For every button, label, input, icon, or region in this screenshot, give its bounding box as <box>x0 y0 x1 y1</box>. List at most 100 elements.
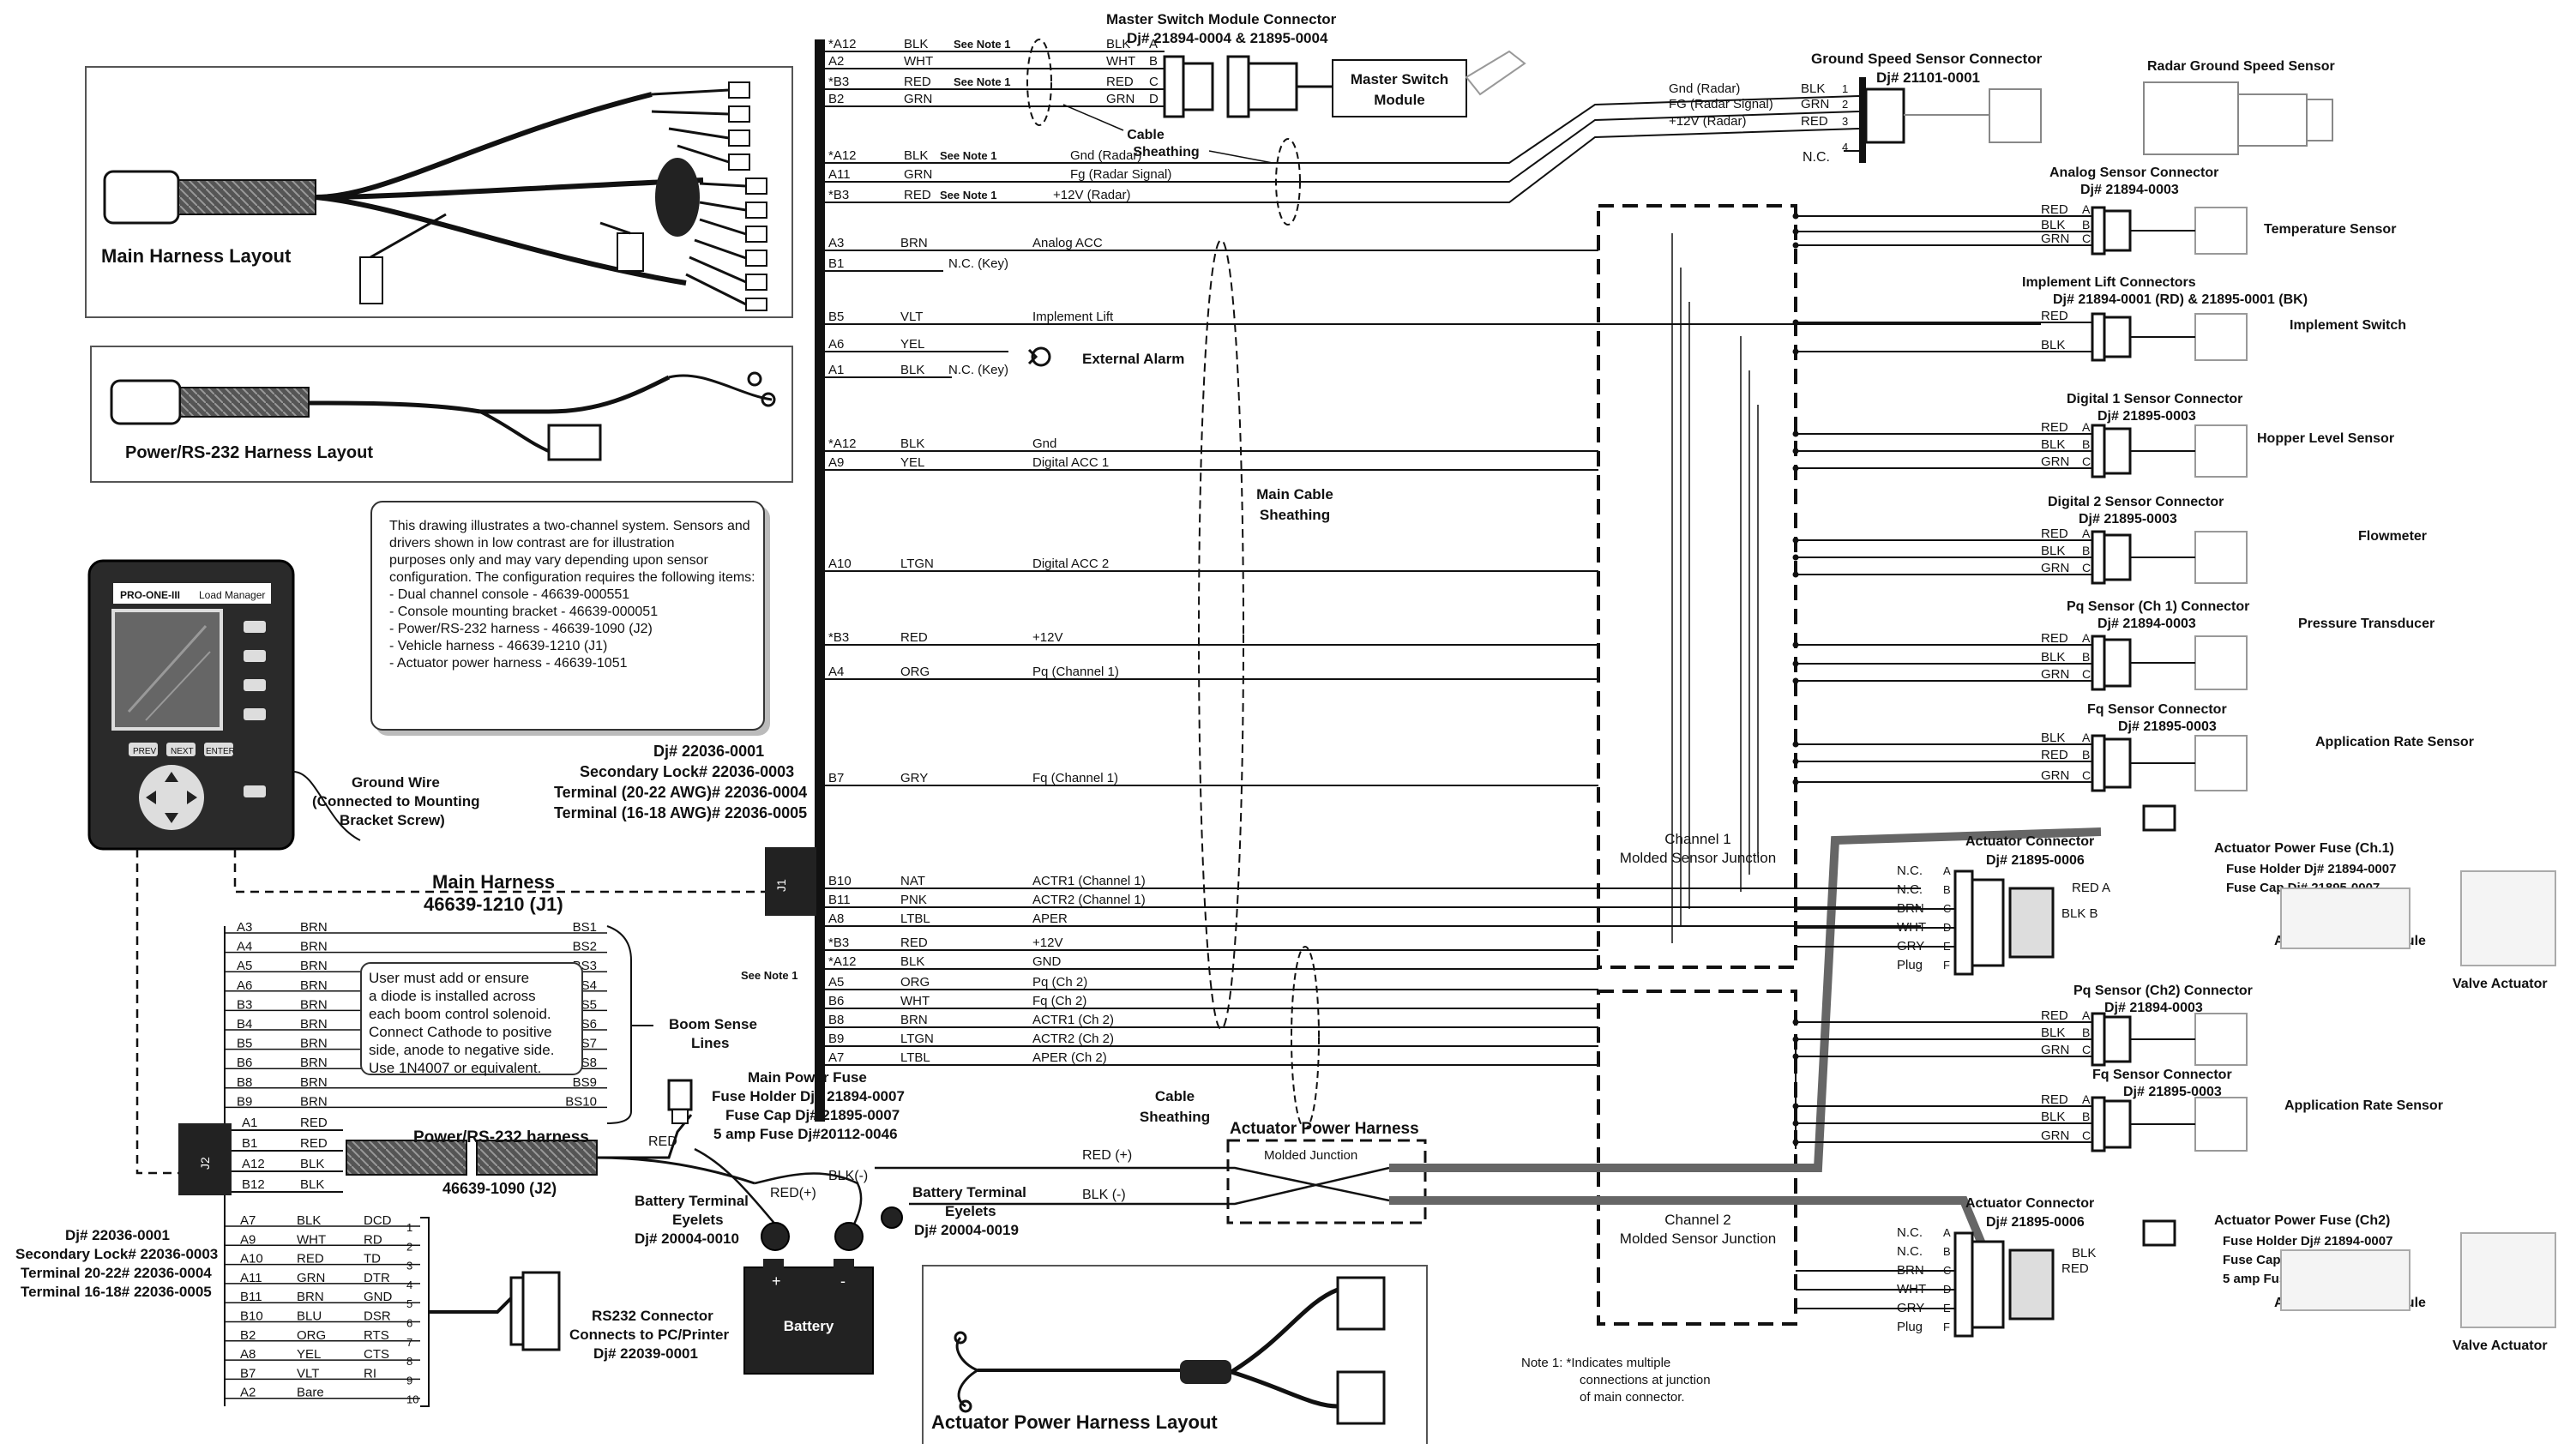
sensor-device <box>2194 1013 2248 1066</box>
main-fuse-4: 5 amp Fuse Dj#20112-0046 <box>713 1126 898 1142</box>
pin-letter: A <box>2082 1008 2091 1022</box>
pin-label: B10 <box>828 874 852 888</box>
connector-shell <box>2091 1096 2106 1152</box>
wire-color-label: VLT <box>900 310 923 324</box>
fuse-holder <box>2142 1219 2176 1247</box>
wire-color-label: YEL <box>900 455 924 470</box>
splice-dot <box>1792 465 1799 472</box>
wire-color-label: GRY <box>900 771 928 785</box>
sensor-device <box>2194 313 2248 361</box>
ground-speed-part: Dj# 21101-0001 <box>1876 69 1980 86</box>
ch1-junction-label-1: Channel 1 <box>1664 831 1731 847</box>
pin-label: B7 <box>240 1366 256 1381</box>
actuator-power-layout-title: Actuator Power Harness Layout <box>931 1411 1218 1433</box>
footnote-2: connections at junction <box>1580 1373 1711 1387</box>
pin-letter: B <box>2082 1110 2090 1123</box>
sensor-connector-part: Dj# 21894-0003 <box>2098 617 2196 631</box>
main-fuse-1: Main Power Fuse <box>748 1069 867 1086</box>
enter-button[interactable] <box>204 743 233 756</box>
svg-text:(Connected to Mounting: (Connected to Mounting <box>312 793 479 809</box>
sensor-device <box>2194 635 2248 690</box>
pin-letter: F <box>1943 959 1950 972</box>
pin-label: B9 <box>237 1094 252 1109</box>
wire-color-label: BRN <box>300 978 328 993</box>
next-button[interactable] <box>166 743 196 756</box>
wire-color-label: GRN <box>904 167 932 182</box>
sensor-device <box>2194 735 2248 791</box>
wire-color-label: RED <box>2041 309 2068 323</box>
pin-label: *A12 <box>828 37 857 51</box>
actuator-connector-shell <box>1953 869 1974 976</box>
wire-color-label: BRN <box>300 959 328 973</box>
eyelet-icon <box>761 1222 790 1251</box>
rs232-connector-2: Connects to PC/Printer <box>569 1327 729 1343</box>
pin-label: B10 <box>240 1309 263 1324</box>
actuator-pin-label: Plug <box>1897 1320 1923 1334</box>
sensor-connector-part: Dj# 21894-0001 (RD) & 21895-0001 (BK) <box>2053 292 2308 307</box>
prev-button[interactable] <box>129 743 158 756</box>
pin-letter: B <box>2082 650 2090 664</box>
wire-color-label: BLK <box>2041 731 2065 745</box>
wire-color-label: BLK <box>297 1213 321 1228</box>
pin-number: 1 <box>406 1221 412 1234</box>
pin-number: 4 <box>406 1279 412 1291</box>
connector-shell <box>2091 424 2106 478</box>
wire-color-label: RED <box>1106 75 1134 89</box>
external-alarm: External Alarm <box>1027 346 1184 367</box>
ground-speed-wire <box>1423 111 1860 183</box>
wire-color-label: GRN <box>1106 92 1135 106</box>
sensor-device-label: Flowmeter <box>2358 529 2427 544</box>
actuator-connector-title: Actuator Connector <box>1965 834 2094 849</box>
wire-color-label: NAT <box>900 874 925 888</box>
valve-label: Valve Actuator <box>2453 1339 2548 1353</box>
pin-letter: D <box>1149 92 1159 106</box>
connector-body <box>2103 533 2132 581</box>
wire-color-label: WHT <box>900 994 930 1008</box>
pin-number: 5 <box>406 1297 412 1310</box>
wire-color-label: BRN <box>300 1017 328 1032</box>
signal-label: ACTR1 (Channel 1) <box>1032 874 1146 888</box>
wire-color-label: RED <box>900 630 928 645</box>
sensor-connector-part: Dj# 21894-0003 <box>2104 1001 2203 1015</box>
signal-label: FG (Radar Signal) <box>1669 97 1773 111</box>
sensor-device-label: Application Rate Sensor <box>2315 735 2474 749</box>
pin-letter: C <box>2082 232 2091 245</box>
pin-label: A9 <box>240 1232 256 1247</box>
note-line: drivers shown in low contrast are for il… <box>389 536 675 551</box>
sensor-device-label: Hopper Level Sensor <box>2257 431 2394 446</box>
pin-label: B2 <box>828 92 844 106</box>
wire-color-label: BRN <box>297 1290 324 1304</box>
ground-speed-section: Ground Speed Sensor Connector Dj# 21101-… <box>1275 51 2335 226</box>
rs232-connector-3: Dj# 22039-0001 <box>593 1345 698 1362</box>
see-note-label: See Note 1 <box>954 38 1010 51</box>
master-switch-module-1: Master Switch <box>1351 71 1448 87</box>
sensor-device-label: Pressure Transducer <box>2298 617 2435 631</box>
wire-color-label: BLK <box>900 363 924 377</box>
main-fuse-3: Fuse Cap Dj# 21895-0007 <box>725 1107 900 1123</box>
signal-label: DSR <box>364 1309 391 1324</box>
pin-letter: A <box>1943 1226 1951 1239</box>
diode-note-line: Connect Cathode to positive <box>369 1024 552 1040</box>
splice-dot <box>1792 242 1799 249</box>
sensor-device-label: Implement Switch <box>2290 318 2406 333</box>
direction-pad[interactable] <box>139 765 204 830</box>
connector-body <box>2103 1099 2132 1149</box>
fuse-title: Actuator Power Fuse (Ch.1) <box>2214 841 2394 856</box>
console-brand: PRO-ONE-III <box>120 589 180 601</box>
actuator-connector-body <box>1971 1240 2005 1329</box>
signal-label: CTS <box>364 1347 389 1362</box>
wire-color-label: LTBL <box>900 1050 930 1065</box>
fuse-title: Actuator Power Fuse (Ch2) <box>2214 1213 2390 1228</box>
j2-info-4: Terminal 16-18# 22036-0005 <box>21 1284 212 1300</box>
splice-dot <box>1792 448 1799 454</box>
diode-note-line: User must add or ensure <box>369 970 530 986</box>
actuator-connector-shell <box>1953 1231 1974 1338</box>
actuator-connector-part: Dj# 21895-0006 <box>1986 853 2085 868</box>
actuator-driver-module <box>2280 887 2410 949</box>
ground-speed-nc: N.C. <box>1803 150 1830 165</box>
pin-label: A6 <box>237 978 252 993</box>
footnote-1: Note 1: *Indicates multiple <box>1521 1356 1670 1370</box>
signal-label: APER (Ch 2) <box>1032 1050 1107 1065</box>
signal-label: ACTR2 (Channel 1) <box>1032 893 1146 907</box>
